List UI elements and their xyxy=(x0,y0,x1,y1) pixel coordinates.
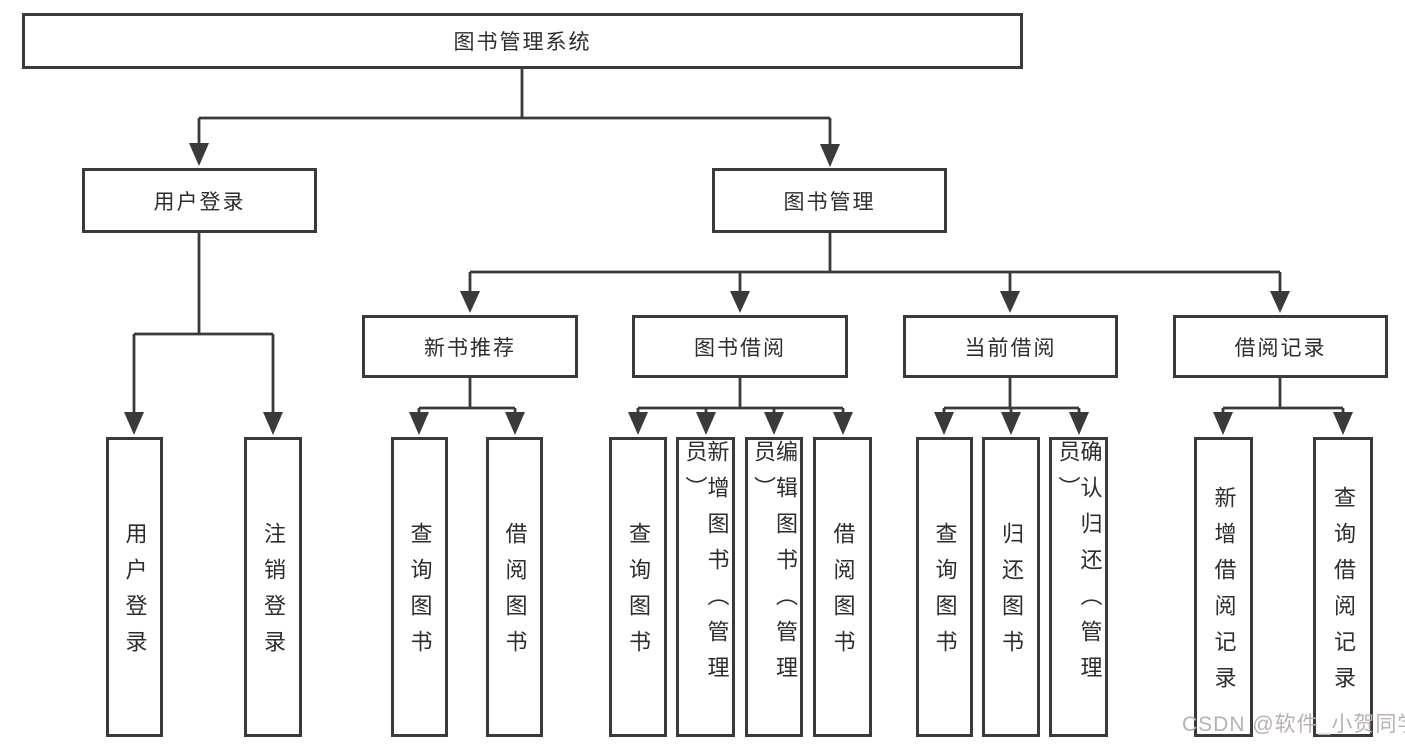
leaf-query-books-borrowing: 查询图书 xyxy=(609,437,667,737)
node-library-management-system: 图书管理系统 xyxy=(22,13,1023,69)
node-label: 当前借阅 xyxy=(964,336,1057,360)
leaf-user-login: 用户登录 xyxy=(106,437,163,737)
leaf-label: 查询借阅记录 xyxy=(1331,486,1356,702)
node-borrowing-records: 借阅记录 xyxy=(1173,315,1388,378)
node-book-borrowing: 图书借阅 xyxy=(632,315,848,378)
leaf-query-borrow-record: 查询借阅记录 xyxy=(1313,437,1373,737)
leaf-label: 用户登录 xyxy=(122,522,148,666)
leaf-label: 编辑图书（管理员） xyxy=(751,440,798,692)
node-user-login: 用户登录 xyxy=(82,168,317,233)
leaf-add-borrow-record: 新增借阅记录 xyxy=(1194,437,1253,737)
node-label: 图书借阅 xyxy=(694,336,786,360)
leaf-label: 确认归还（管理员） xyxy=(1055,440,1103,692)
leaf-borrow-books-recommend: 借阅图书 xyxy=(486,437,543,737)
leaf-add-books-admin: 新增图书（管理员） xyxy=(676,437,735,737)
leaf-edit-books-admin: 编辑图书（管理员） xyxy=(745,437,803,737)
leaf-label: 查询图书 xyxy=(932,522,958,666)
node-label: 新书推荐 xyxy=(424,336,516,360)
leaf-label: 新增借阅记录 xyxy=(1211,486,1237,702)
leaf-return-books: 归还图书 xyxy=(982,437,1040,737)
node-book-management: 图书管理 xyxy=(712,168,947,233)
leaf-label: 注销登录 xyxy=(261,522,286,666)
node-label: 图书管理 xyxy=(783,190,876,214)
leaf-label: 借阅图书 xyxy=(502,522,528,666)
leaf-confirm-return-admin: 确认归还（管理员） xyxy=(1049,437,1108,737)
leaf-borrow-books: 借阅图书 xyxy=(813,437,872,737)
leaf-label: 归还图书 xyxy=(999,522,1024,666)
leaf-label: 新增图书（管理员） xyxy=(682,440,730,692)
leaf-label: 查询图书 xyxy=(626,522,651,666)
leaf-logout-login: 注销登录 xyxy=(244,437,302,737)
leaf-query-books-current: 查询图书 xyxy=(916,437,973,737)
node-new-book-recommendation: 新书推荐 xyxy=(362,315,578,378)
leaf-label: 借阅图书 xyxy=(830,522,856,666)
watermark-text: CSDN @软件_小贺同学 xyxy=(1182,713,1405,736)
leaf-label: 查询图书 xyxy=(407,522,433,666)
node-label: 借阅记录 xyxy=(1234,336,1327,360)
node-label: 用户登录 xyxy=(153,190,246,214)
arrowheads xyxy=(124,143,1353,435)
node-current-borrowing: 当前借阅 xyxy=(903,315,1118,378)
leaf-query-books-recommend: 查询图书 xyxy=(391,437,448,737)
node-label: 图书管理系统 xyxy=(453,31,592,54)
